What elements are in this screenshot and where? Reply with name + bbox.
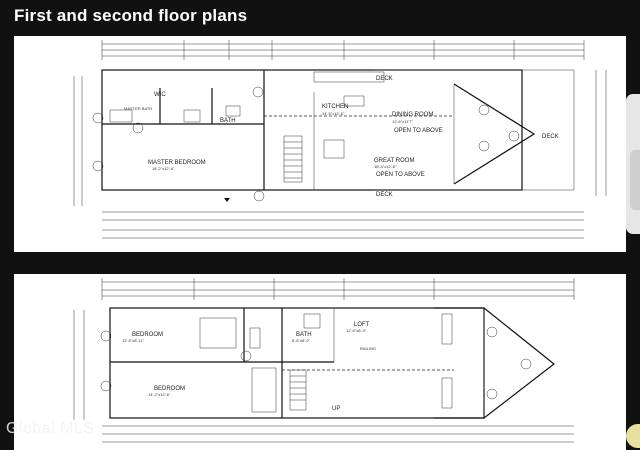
- deck-label-right: DECK: [542, 134, 559, 140]
- bedroom-1-label: BEDROOM: [132, 332, 163, 338]
- railing-label: RAILING: [360, 346, 376, 351]
- bedroom-2-label: BEDROOM: [154, 386, 185, 392]
- bedroom-1-dims: 12'-5"x8'-11": [122, 338, 145, 343]
- master-bath-label: MASTER BATH: [124, 106, 152, 111]
- watermark-logo: Global MLS: [6, 420, 95, 437]
- stair-up-label: UP: [332, 406, 340, 412]
- kitchen-label: KITCHEN: [322, 104, 348, 110]
- bedroom-2-dims: 14'-2"x12'-6": [148, 392, 171, 397]
- second-floor-bath-dims: 8'-6"x8'-0": [292, 338, 311, 343]
- second-floor-drawing: BEDROOM 12'-5"x8'-11" BATH 8'-6"x8'-0" L…: [73, 278, 575, 443]
- side-scroll-handle[interactable]: [630, 150, 640, 210]
- dining-room-label: DINING ROOM: [392, 112, 433, 118]
- master-bedroom-label: MASTER BEDROOM: [148, 160, 206, 166]
- plan-separator: [0, 252, 640, 274]
- dining-room-dims: 12'-6"x11'7": [392, 119, 413, 124]
- first-floor-plan-image: WIC MASTER BATH BATH KITCHEN 14'-5"x12'-…: [14, 36, 626, 252]
- wic-label: WIC: [154, 92, 166, 98]
- open-to-above-label-2: OPEN TO ABOVE: [376, 172, 425, 178]
- page-title: First and second floor plans: [14, 6, 248, 25]
- kitchen-dims: 14'-5"x12'-6": [322, 111, 345, 116]
- great-room-dims: 18'-4"x12'-8": [374, 164, 397, 169]
- loft-dims: 12'-6"x8'-9": [346, 328, 367, 333]
- open-to-above-label-1: OPEN TO ABOVE: [394, 128, 443, 134]
- header-bar: First and second floor plans: [0, 0, 640, 36]
- first-floor-drawing: WIC MASTER BATH BATH KITCHEN 14'-5"x12'-…: [73, 40, 607, 239]
- master-bedroom-dims: 18'-2"x12'-6": [152, 166, 175, 171]
- great-room-label: GREAT ROOM: [374, 158, 414, 164]
- deck-label-bottom: DECK: [376, 192, 393, 198]
- corner-badge: [626, 424, 640, 448]
- loft-label: LOFT: [354, 322, 370, 328]
- deck-label-top: DECK: [376, 76, 393, 82]
- second-floor-bath-label: BATH: [296, 332, 312, 338]
- bath-label: BATH: [220, 118, 236, 124]
- second-floor-plan-image: BEDROOM 12'-5"x8'-11" BATH 8'-6"x8'-0" L…: [14, 274, 626, 450]
